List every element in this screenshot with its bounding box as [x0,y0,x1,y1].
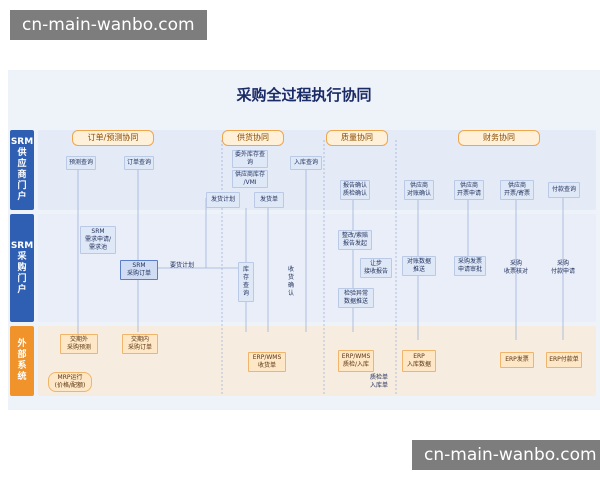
node-receipt-query: 入库查询 [290,156,322,170]
watermark-top: cn-main-wanbo.com [10,10,207,40]
lane-label-external: 外 部 系 统 [10,326,34,396]
node-recon-confirm: 供应商 对账确认 [404,180,434,200]
label-delivery-plan: 要货计划 [169,262,194,269]
node-recon-push: 对账数据 推送 [402,256,436,276]
diagram-title: 采购全过程执行协同 [236,86,372,104]
node-invoice-recon: 供应商 开票/寄票 [500,180,534,200]
node-order-query: 订单查询 [124,156,154,170]
label-receive-confirm: 收 货 确 认 [287,266,294,297]
label-receipt-verify: 采购 收票核对 [503,260,528,275]
label-inspect-in: 质检单 入库单 [369,374,388,389]
phase-quality: 质量协同 [326,130,388,146]
node-erp-payment: ERP付款单 [546,352,582,368]
node-srm-order: SRM 采购订单 [120,260,158,280]
node-mrp: MRP运行 (价格/配额) [48,372,92,392]
phase-finance: 财务协同 [458,130,540,146]
node-erp-receipt-data: ERP 入库数据 [402,350,436,372]
node-improve-report: 让步 接收报告 [360,258,392,278]
lane-label-srm-portal: SRM 供 应 商 门 户 [10,130,34,210]
node-erp-wms-receipt: ERP/WMS 收货单 [248,352,286,372]
node-report-confirm: 报告确认 质检确认 [340,180,370,200]
watermark-bottom: cn-main-wanbo.com [412,440,600,470]
lane-label-srm-purchase: SRM 采 购 门 户 [10,214,34,322]
node-ext-order: 交期内 采购订单 [122,334,158,354]
node-srm-demand: SRM 需求申请/ 需求池 [80,226,116,254]
phase-order: 订单/预测协同 [72,130,154,146]
node-vendor-stock: 供应商库存 /VMI [232,170,268,188]
node-forecast-query: 预测查询 [66,156,96,170]
node-invoice-review: 采购发票 申请审批 [454,256,486,276]
node-ship-plan: 发货计划 [206,192,240,208]
node-ext-forecast: 交期外 采购预测 [60,334,98,354]
node-erp-invoice: ERP发票 [500,352,534,368]
label-pay-apply: 采购 付款申请 [550,260,575,275]
node-erp-wms-inspect: ERP/WMS 质检/入库 [338,350,374,372]
node-consign-stock: 委外库存查 询 [232,150,268,168]
node-inspect-exception: 检验异常 数据推送 [338,288,374,308]
node-stock-query: 库 存 查 询 [238,262,254,302]
process-diagram: 采购全过程执行协同 SRM 供 应 商 门 户 SRM 采 购 门 户 外 部 … [8,70,600,410]
node-ship-order: 发货单 [254,192,284,208]
phase-supply: 供货协同 [222,130,284,146]
node-invoice-apply: 供应商 开票申请 [454,180,484,200]
node-rectify: 整改/索赔 报告发起 [338,230,372,250]
node-payment-query: 付款查询 [548,182,580,198]
